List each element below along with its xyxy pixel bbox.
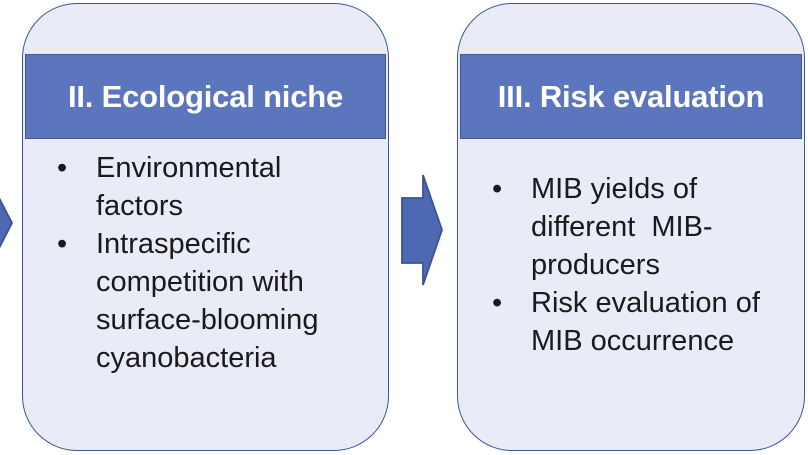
bullet-list: MIB yields of different MIB- producers R… <box>492 170 796 360</box>
bullet-item: MIB yields of different MIB- producers <box>492 170 796 284</box>
bullet-text: Risk evaluation of MIB occurrence <box>531 287 760 357</box>
stage-title: III. Risk evaluation <box>497 78 765 114</box>
stage-box-risk-evaluation: III. Risk evaluation MIB yields of diffe… <box>457 3 805 451</box>
stage-title: II. Ecological niche <box>67 78 344 114</box>
bullet-text: Intraspecific competition with surface-b… <box>96 228 319 374</box>
bullet-item: Intraspecific competition with surface-b… <box>57 225 380 377</box>
stage-header-band: II. Ecological niche <box>25 54 386 139</box>
bullet-text: MIB yields of different MIB- producers <box>531 173 713 281</box>
bullet-item: Environmental factors <box>57 149 380 225</box>
incoming-arrow-right-icon <box>0 197 14 249</box>
stage-header-band: III. Risk evaluation <box>460 54 802 139</box>
stage-box-ecological-niche: II. Ecological niche Environmental facto… <box>22 3 389 451</box>
flow-arrow-right-icon <box>401 174 443 286</box>
bullet-item: Risk evaluation of MIB occurrence <box>492 284 796 360</box>
bullet-text: Environmental factors <box>96 152 282 222</box>
bullet-list: Environmental factors Intraspecific comp… <box>57 149 380 377</box>
